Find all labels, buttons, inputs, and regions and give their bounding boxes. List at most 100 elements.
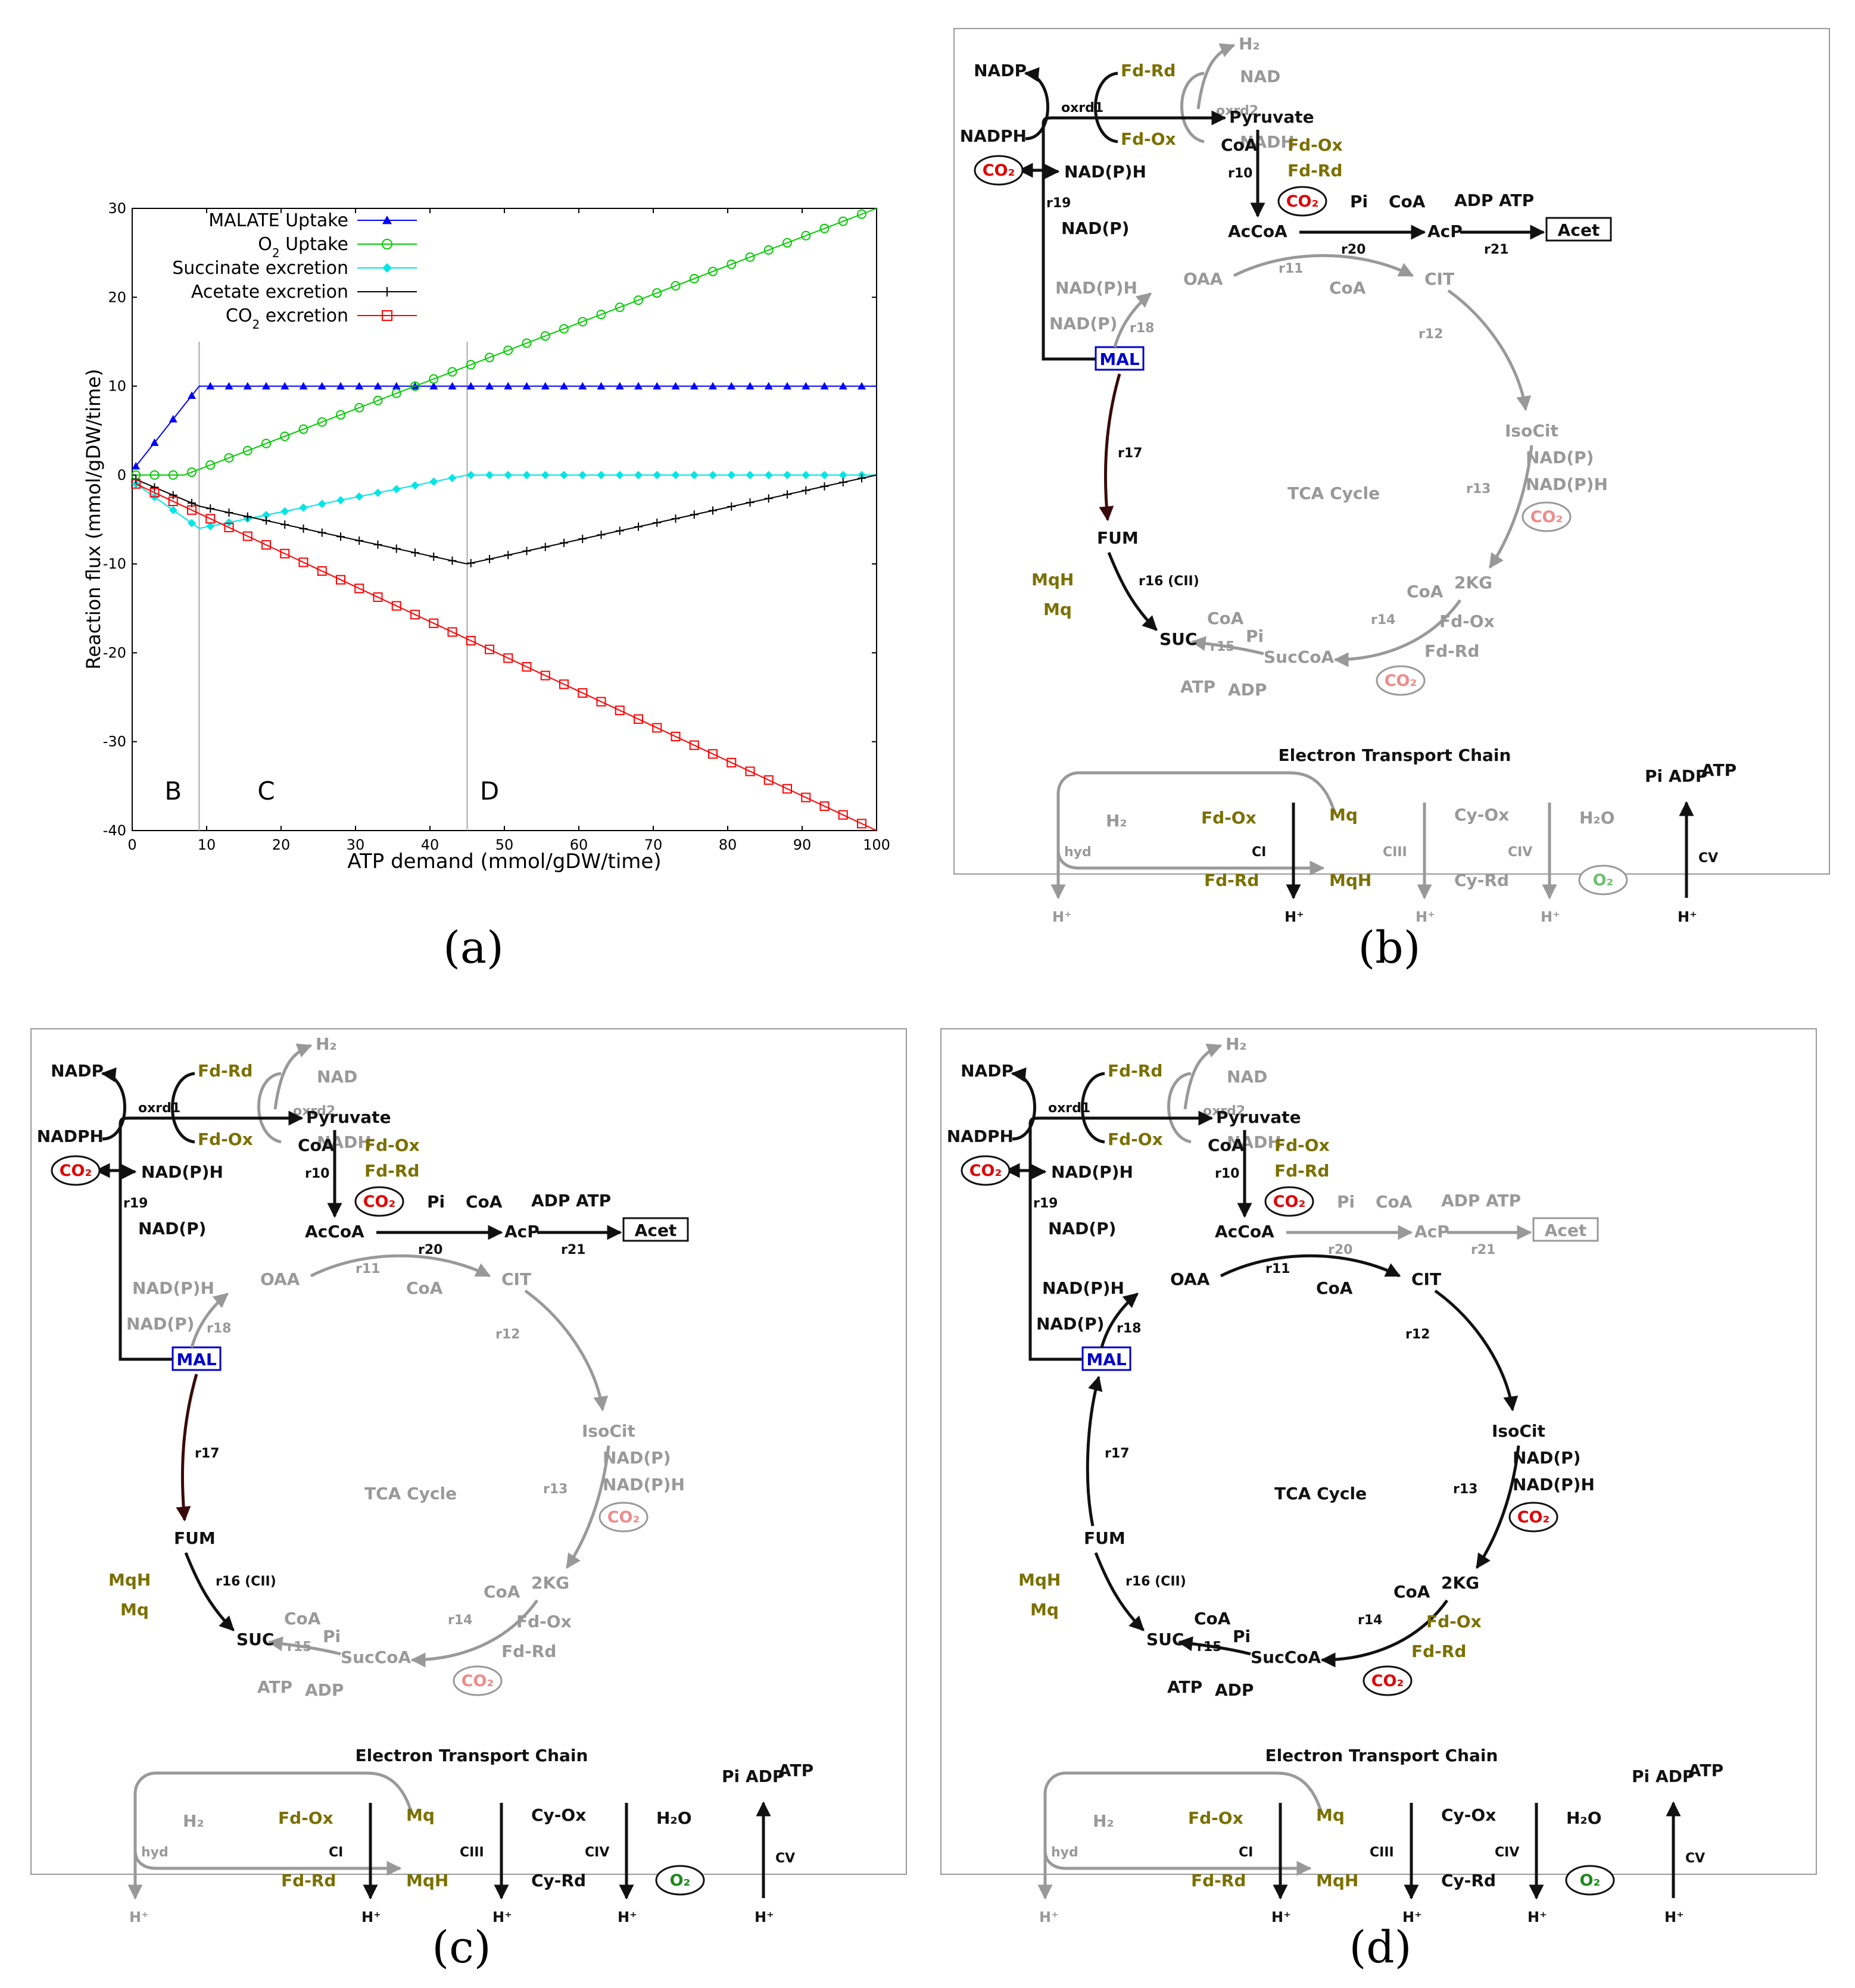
cit-label: CIT — [1411, 1269, 1441, 1289]
nadp-r18-label: NAD(P) — [126, 1314, 194, 1334]
mq-r16-label: Mq — [1030, 1600, 1059, 1619]
x-tick-label: 90 — [793, 837, 812, 853]
atp-cv-label: ATP — [778, 1761, 813, 1780]
square-marker — [838, 810, 848, 820]
r20-label: r20 — [1341, 242, 1365, 257]
ciii-label: CIII — [1383, 845, 1407, 860]
r14-label: r14 — [448, 1613, 472, 1628]
y-tick-label: -10 — [103, 555, 126, 572]
legend-entry: Succinate excretion — [172, 258, 348, 279]
y-tick-label: 20 — [108, 289, 126, 305]
square-marker — [429, 618, 439, 628]
triangle-marker — [578, 382, 587, 390]
nadph-r18-label: NAD(P)H — [132, 1278, 214, 1298]
nadh-label: NADH — [1227, 1132, 1282, 1152]
o2-civ-oval — [655, 1865, 705, 1896]
legend-subscript: 2 — [272, 246, 280, 260]
fd-rd-r10-label: Fd-Rd — [1274, 1161, 1329, 1181]
nadh-label: NADH — [317, 1132, 372, 1152]
series-2 — [132, 470, 877, 530]
co2-r10-oval — [354, 1186, 404, 1217]
h2o-label: H₂O — [656, 1808, 692, 1828]
square-marker — [447, 627, 457, 637]
co2-r14-oval — [1376, 665, 1426, 696]
co2-r14: CO₂ — [1385, 672, 1417, 690]
co2-r10-oval — [1277, 186, 1327, 217]
pi-r20-label: Pi — [1337, 1192, 1355, 1212]
adp-r21-label: ADP — [1441, 1191, 1480, 1210]
mqh-r16-label: MqH — [108, 1570, 151, 1590]
r13-arrow — [565, 1445, 610, 1569]
hyd-loop — [1043, 1771, 1324, 1876]
pathway-panel-d: NADPNADPHoxrd1Fd-RdFd-OxH₂NADoxrd2NADHPy… — [940, 1028, 1817, 1925]
hplus-cv-label: H⁺ — [1664, 1909, 1684, 1925]
diamond-marker — [560, 470, 568, 479]
suc-label: SUC — [1159, 629, 1197, 649]
triangle-marker — [615, 382, 624, 390]
fd-rd-r14-label: Fd-Rd — [1424, 641, 1479, 661]
r14-arrow — [1333, 599, 1462, 667]
oxrd2-arc — [257, 1072, 282, 1144]
co2-r10: CO₂ — [1273, 1193, 1306, 1211]
square-marker — [131, 479, 141, 489]
cit-label: CIT — [501, 1269, 531, 1289]
cy-ox-label: Cy-Ox — [1441, 1805, 1496, 1825]
r13-arrow — [1488, 445, 1533, 569]
r11-arrow — [1233, 254, 1414, 277]
cy-ox-label: Cy-Ox — [531, 1805, 586, 1825]
x-tick-label: 10 — [198, 837, 216, 853]
circle-marker — [391, 388, 401, 398]
square-marker — [336, 575, 345, 585]
co2-r19: CO₂ — [60, 1162, 92, 1180]
hplus-hyd-label: H⁺ — [1039, 1909, 1059, 1925]
acet-label: Acet — [635, 1221, 677, 1240]
hplus-civ-label: H⁺ — [1541, 909, 1560, 925]
acet-box — [622, 1217, 689, 1242]
fd-rd-ci-label: Fd-Rd — [281, 1871, 336, 1890]
hyd-label: hyd — [1051, 1845, 1078, 1860]
diamond-marker — [466, 470, 475, 479]
coa-r15-label: CoA — [284, 1609, 321, 1628]
x-tick-label: 50 — [495, 837, 514, 853]
triangle-marker — [653, 382, 662, 390]
cy-rd-label: Cy-Rd — [1454, 870, 1509, 890]
acp-label: AcP — [504, 1222, 540, 1241]
series-line — [136, 208, 877, 476]
square-marker — [149, 488, 160, 498]
nadp-r19-label: NAD(P) — [138, 1219, 206, 1238]
nadp-r13-label: NAD(P) — [1526, 448, 1594, 467]
triangle-marker — [802, 382, 810, 390]
triangle-marker — [560, 382, 568, 390]
legend-entry: MALATE Uptake — [208, 210, 348, 231]
hyd-loop — [1056, 771, 1337, 876]
circle-marker — [373, 395, 383, 405]
coa-r10-label: CoA — [1208, 1135, 1245, 1155]
phase-label: B — [164, 776, 182, 806]
fd-ox-r10-label: Fd-Ox — [1274, 1135, 1330, 1155]
circle-marker — [838, 216, 848, 226]
circle-marker — [652, 288, 662, 298]
square-marker — [280, 548, 290, 558]
diamond-marker — [783, 470, 791, 479]
r18-arrow — [1100, 1293, 1139, 1348]
triangle-marker — [336, 382, 345, 390]
circle-marker — [187, 467, 197, 478]
square-marker — [261, 540, 271, 550]
phase-label: C — [257, 776, 275, 806]
square-marker — [708, 749, 718, 759]
legend-text: Uptake — [280, 234, 348, 255]
adp-cv-label: ADP — [1656, 1767, 1694, 1786]
mqh-r16-label: MqH — [1018, 1570, 1061, 1590]
hplus-ci-label: H⁺ — [1285, 909, 1304, 925]
square-marker — [652, 723, 662, 733]
r15-label: r15 — [1197, 1640, 1221, 1655]
r12-label: r12 — [1405, 1327, 1430, 1342]
diamond-marker — [411, 481, 419, 490]
diamond-marker — [317, 500, 326, 508]
nadph-r13-label: NAD(P)H — [1513, 1475, 1595, 1494]
co2-r14-oval — [453, 1665, 503, 1696]
fd-rd-r10-label: Fd-Rd — [364, 1161, 419, 1181]
r15-arrow — [1190, 636, 1264, 656]
ci-label: CI — [1239, 1845, 1253, 1860]
circle-marker — [522, 338, 532, 348]
